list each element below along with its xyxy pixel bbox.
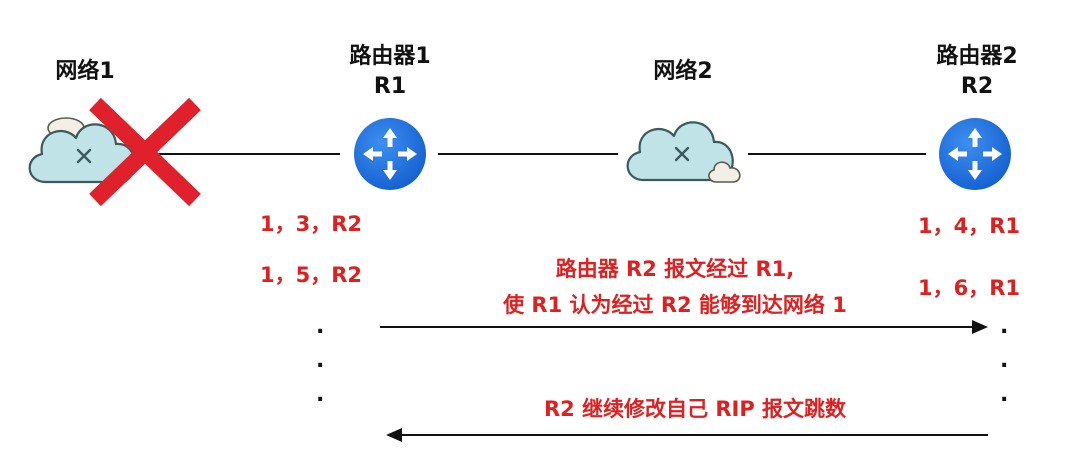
- router1-name: 路由器1: [349, 44, 431, 69]
- router-icon: [354, 118, 426, 190]
- r1-route-entry: 1，3，R2: [260, 212, 363, 236]
- router2-name: 路由器2: [936, 44, 1018, 69]
- cloud-icon: [626, 121, 741, 183]
- router-icon: [939, 118, 1011, 190]
- router1-label: 路由器1 R1: [330, 42, 450, 102]
- network2-label: 网络2: [653, 59, 713, 84]
- backward-message: R2 继续修改自己 RIP 报文跳数: [543, 397, 847, 421]
- forward-message-line1: 路由器 R2 报文经过 R1,: [555, 257, 795, 281]
- arrow-left-icon: [386, 428, 988, 442]
- r2-route-entry: 1，4，R1: [918, 214, 1021, 238]
- ellipsis-dot: .: [1000, 348, 1009, 373]
- router2-id: R2: [960, 74, 994, 99]
- r2-route-entry: 1，6，R1: [918, 276, 1021, 300]
- forward-message-line2: 使 R1 认为经过 R2 能够到达网络 1: [503, 293, 847, 317]
- arrow-right-icon: [380, 320, 988, 334]
- ellipsis-dot: .: [316, 348, 325, 373]
- r1-route-entry: 1，5，R2: [260, 263, 363, 287]
- cloud-icon: [28, 117, 136, 184]
- router2-label: 路由器2 R2: [912, 42, 1042, 102]
- router1-id: R1: [373, 74, 407, 99]
- network1-label: 网络1: [55, 59, 115, 84]
- ellipsis-dot: .: [316, 314, 325, 339]
- ellipsis-dot: .: [316, 382, 325, 407]
- ellipsis-dot: .: [1000, 382, 1009, 407]
- cross-icon: [89, 97, 201, 207]
- ellipsis-dot: .: [1000, 314, 1009, 339]
